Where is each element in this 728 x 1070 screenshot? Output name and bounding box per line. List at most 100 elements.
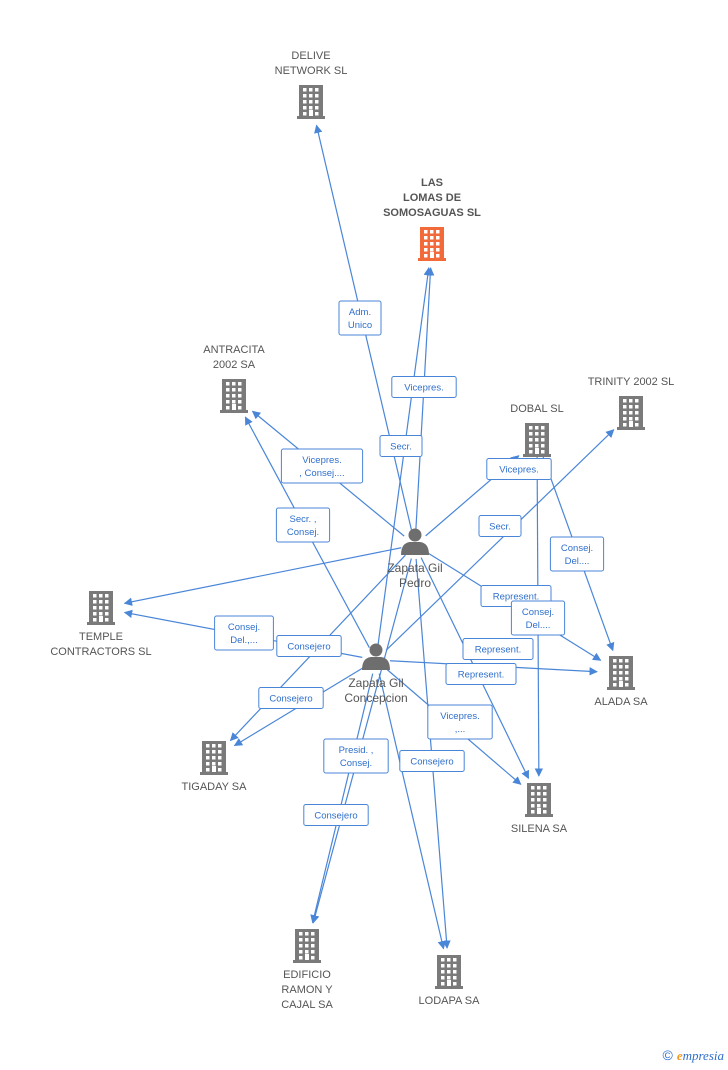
- edge-label-box: [445, 663, 517, 685]
- building-icon: [293, 929, 321, 963]
- edge-label-box: [338, 300, 382, 336]
- edge-label-text: Consejero: [314, 811, 357, 822]
- edge-label-box: [303, 804, 369, 826]
- edge-label-text: Consej.: [561, 543, 593, 554]
- edge-label-text: Vicepres.: [404, 383, 443, 394]
- company-node-dobal[interactable]: DOBAL SL: [510, 403, 564, 457]
- company-node-delive[interactable]: DELIVE NETWORK SL: [275, 50, 348, 119]
- edge-label-box: [391, 376, 457, 398]
- company-label: TRINITY 2002 SL: [588, 376, 675, 388]
- building-icon: [617, 396, 645, 430]
- company-label: SILENA SA: [511, 823, 568, 835]
- edge-label-box: [478, 515, 522, 537]
- company-node-antracita[interactable]: ANTRACITA 2002 SA: [203, 344, 265, 413]
- building-icon: [523, 423, 551, 457]
- company-label: LODAPA SA: [419, 995, 481, 1007]
- company-label: ANTRACITA: [203, 344, 265, 356]
- edge-label-text: Consejero: [287, 642, 330, 653]
- edge-label-pedro-delive[interactable]: Adm.Unico: [338, 300, 382, 336]
- company-label: LAS: [421, 177, 443, 189]
- edge-label-concepcion-trinity[interactable]: Secr.: [478, 515, 522, 537]
- edge-label-text: Vicepres.: [440, 711, 479, 722]
- company-node-alada[interactable]: ALADA SA: [594, 656, 648, 708]
- edge-label-text: Secr.: [390, 442, 412, 453]
- company-label: RAMON Y: [281, 984, 333, 996]
- company-label: SOMOSAGUAS SL: [383, 207, 481, 219]
- nodes-layer: DELIVE NETWORK SL LAS LOMAS DE SOMOSAGUAS SL…: [50, 50, 674, 1011]
- company-node-silena[interactable]: SILENA SA: [511, 783, 568, 835]
- edge-pedro-temple: [123, 547, 402, 606]
- building-icon: [435, 955, 463, 989]
- edge-label-pedro-dobal[interactable]: Vicepres.: [486, 458, 552, 480]
- company-label: 2002 SA: [213, 359, 256, 371]
- edge-label-concepcion-alada[interactable]: Represent.: [462, 638, 534, 660]
- company-label: DELIVE: [291, 50, 330, 62]
- edge-label-text: Represent.: [458, 670, 504, 681]
- company-label: TEMPLE: [79, 631, 123, 643]
- person-label: Zapata Gil: [348, 676, 403, 690]
- edge-label-text: Unico: [348, 320, 372, 331]
- edge-label-box: [276, 635, 342, 657]
- edge-label-pedro-lomas[interactable]: Vicepres.: [391, 376, 457, 398]
- edge-label-text: Consej.: [228, 622, 260, 633]
- edge-label-text: Del....: [526, 620, 551, 631]
- company-label: EDIFICIO: [283, 969, 331, 981]
- edge-label-text: Consej.: [522, 607, 554, 618]
- edge-label-text: Secr.: [489, 522, 511, 533]
- edge-label-box: [214, 615, 274, 651]
- edge-label-text: ,...: [455, 724, 466, 735]
- company-label: NETWORK SL: [275, 65, 348, 77]
- edge-label-concepcion-antracita[interactable]: Secr. ,Consej.: [275, 507, 331, 543]
- edge-label-concepcion-silena[interactable]: Represent.: [445, 663, 517, 685]
- edge-label-dobal-alada[interactable]: Consej.Del....: [549, 536, 605, 572]
- edge-label-box: [399, 750, 465, 772]
- edge-label-pedro-silena[interactable]: Consej. Del....: [510, 600, 566, 636]
- edge-label-box: [275, 507, 331, 543]
- brand-footer[interactable]: ©empresia: [662, 1047, 724, 1064]
- edge-label-concepcion-lomas[interactable]: Secr.: [379, 435, 423, 457]
- edge-label-text: Secr. ,: [290, 514, 317, 525]
- company-node-edificio[interactable]: EDIFICIO RAMON Y CAJAL SA: [281, 929, 333, 1011]
- edge-pedro-lomas: [415, 267, 435, 532]
- edge-label-box: [462, 638, 534, 660]
- company-node-trinity[interactable]: TRINITY 2002 SL: [588, 376, 675, 430]
- edge-label-pedro-tigaday[interactable]: Consejero: [276, 635, 342, 657]
- building-icon: [200, 741, 228, 775]
- company-label: CAJAL SA: [281, 999, 333, 1011]
- company-node-lodapa[interactable]: LODAPA SA: [419, 955, 481, 1007]
- edge-label-pedro-antracita[interactable]: Vicepres. , Consej....: [280, 448, 364, 484]
- edge-label-concepcion-edificio[interactable]: Presid. , Consej.: [323, 738, 389, 774]
- edge-label-box: [323, 738, 389, 774]
- edge-label-pedro-lodapa[interactable]: Consejero: [399, 750, 465, 772]
- edge-label-box: [427, 704, 493, 740]
- edge-label-text: Del.,...: [230, 635, 257, 646]
- edge-label-text: Vicepres.: [499, 465, 538, 476]
- edge-label-text: Vicepres.: [302, 455, 341, 466]
- building-icon: [607, 656, 635, 690]
- company-node-tigaday[interactable]: TIGADAY SA: [181, 741, 247, 793]
- company-node-lomas[interactable]: LAS LOMAS DE SOMOSAGUAS SL: [383, 177, 481, 261]
- person-icon: [401, 528, 429, 555]
- edge-label-pedro-temple[interactable]: Consej. Del.,...: [214, 615, 274, 651]
- edge-label-concepcion-tigaday[interactable]: Consejero: [258, 687, 324, 709]
- person-label: Concepcion: [344, 691, 407, 705]
- company-label: LOMAS DE: [403, 192, 461, 204]
- building-icon: [220, 379, 248, 413]
- edge-label-concepcion-lodapa[interactable]: Consejero: [303, 804, 369, 826]
- edge-label-text: Represent.: [493, 592, 539, 603]
- brand-name: mpresia: [682, 1048, 724, 1063]
- edge-label-text: , Consej....: [299, 468, 344, 479]
- company-label: ALADA SA: [594, 696, 648, 708]
- edge-label-text: Consej.: [340, 758, 372, 769]
- edge-label-text: Presid. ,: [339, 745, 374, 756]
- building-icon: [525, 783, 553, 817]
- edge-label-pedro-edificio[interactable]: Vicepres.,...: [427, 704, 493, 740]
- edge-label-box: [258, 687, 324, 709]
- edge-concepcion-trinity: [385, 429, 615, 651]
- edge-label-text: Consejero: [410, 757, 453, 768]
- copyright-icon: ©: [662, 1047, 673, 1063]
